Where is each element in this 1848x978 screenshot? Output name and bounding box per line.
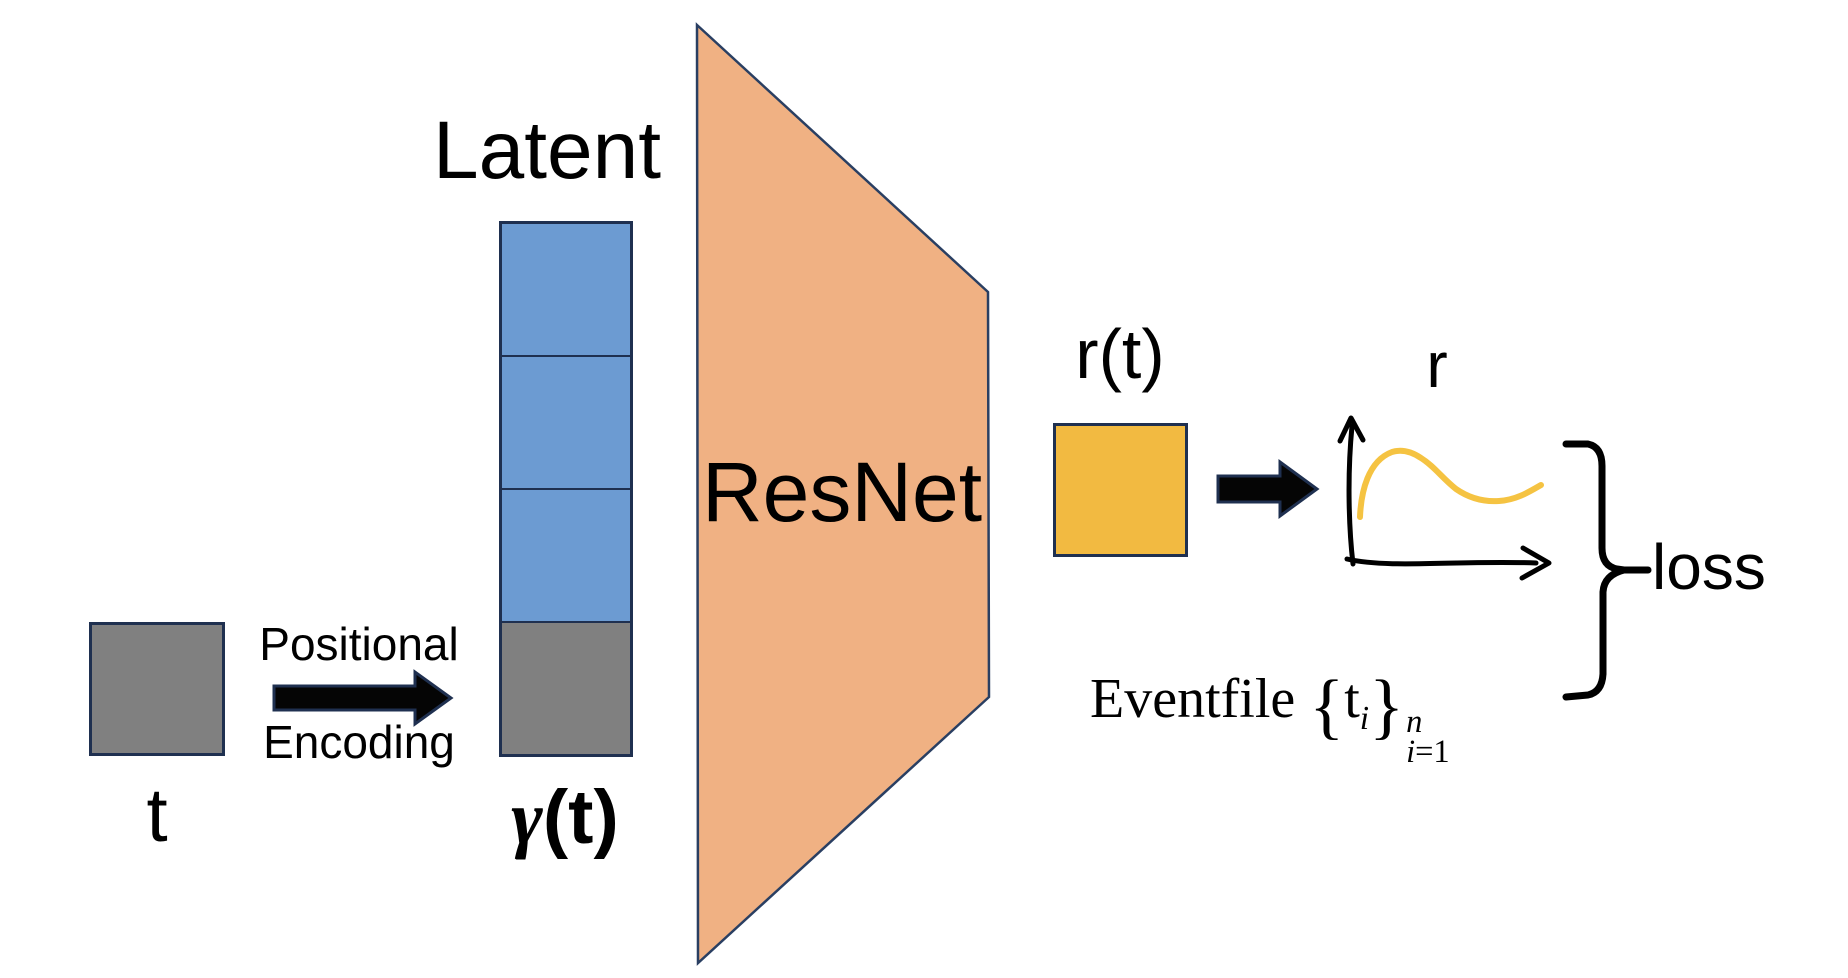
formula-superscript: n <box>1406 703 1423 740</box>
output-arrow-icon <box>1216 459 1320 519</box>
resnet-trapezoid <box>695 22 991 966</box>
formula-var-subscript: i <box>1359 700 1370 738</box>
latent-cell-gray <box>502 623 630 754</box>
resnet-label: ResNet <box>701 445 983 539</box>
formula-var: t <box>1344 667 1360 730</box>
latent-cell-blue <box>502 224 630 357</box>
output-rate-square <box>1053 423 1188 557</box>
gamma-rest: (t) <box>542 775 619 860</box>
loss-label: loss <box>1652 531 1766 603</box>
gamma-symbol: γ <box>511 776 543 860</box>
close-brace: } <box>1369 665 1405 746</box>
positional-encoding-label-line1: Positional <box>259 618 459 670</box>
open-brace: { <box>1309 665 1345 746</box>
plot-x-axis <box>1344 556 1539 567</box>
rate-plot <box>1337 415 1552 581</box>
latent-cell-blue <box>502 490 630 623</box>
latent-vector-column <box>499 221 633 757</box>
gamma-t-label: γ(t) <box>475 778 655 859</box>
eventfile-prefix: Eventfile <box>1090 667 1296 730</box>
loss-brace-icon <box>1562 440 1652 701</box>
latent-cell-blue <box>502 357 630 490</box>
latent-title: Latent <box>433 105 661 196</box>
plot-y-axis <box>1346 423 1356 567</box>
plot-x-axis-arrowhead-icon <box>1519 545 1552 581</box>
positional-encoding-arrow-icon <box>272 669 454 727</box>
output-rt-label: r(t) <box>1075 315 1165 393</box>
positional-encoding-label-line2: Encoding <box>263 716 455 768</box>
formula-subscript: i=1 <box>1406 734 1450 771</box>
plot-y-axis-arrowhead-icon <box>1337 415 1366 444</box>
rate-curve <box>1357 447 1544 520</box>
input-time-square <box>89 622 225 756</box>
plot-title-r: r <box>1426 329 1448 401</box>
input-time-label: t <box>146 773 168 858</box>
